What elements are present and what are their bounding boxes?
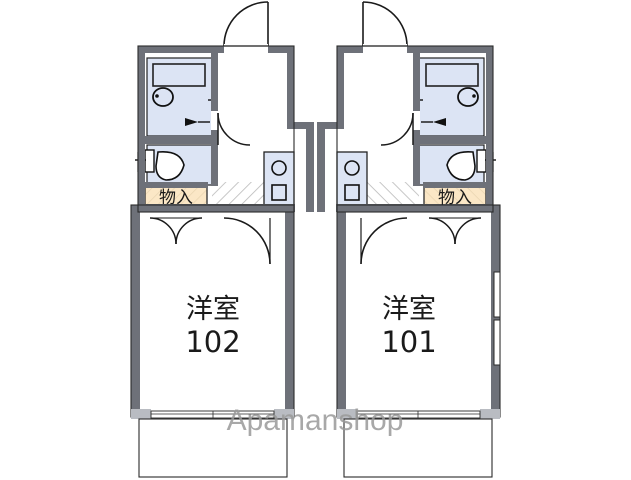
kitchen-stove	[344, 184, 360, 201]
room-number-102: 102	[185, 325, 240, 359]
basin-drain-icon	[472, 94, 476, 98]
storage-label-101: 物入	[438, 188, 472, 208]
unit-101-door-openings	[363, 46, 483, 218]
room-door-102	[223, 217, 271, 265]
unit-101	[317, 1, 501, 478]
kitchen-sink	[271, 160, 287, 176]
toilet-room-101	[417, 144, 496, 186]
room-label-102: 洋室	[186, 294, 240, 325]
kitchen-102	[263, 151, 295, 208]
storage-label-102: 物入	[159, 188, 193, 208]
bath-door-arrow-icon	[185, 118, 198, 126]
wash-basin	[457, 87, 479, 107]
toilet-bowl	[155, 150, 185, 181]
unit-102-walls	[131, 46, 314, 417]
toilet-tank	[144, 149, 155, 173]
storage-label-group-101: 物入	[438, 188, 472, 208]
kitchen-sink	[344, 160, 360, 176]
bath-door-101	[380, 112, 414, 146]
kitchen-stove	[271, 184, 287, 201]
kitchen-101	[336, 151, 368, 208]
bath-room-102	[146, 57, 218, 137]
balcony-102	[131, 409, 294, 478]
closet-doors-101	[428, 217, 482, 245]
toilet-room-102	[135, 144, 214, 186]
balcony-101	[337, 409, 500, 478]
unit-102: 物入	[130, 1, 314, 478]
closet-doors-102	[149, 217, 203, 245]
bath-room-101	[413, 57, 485, 137]
basin-drain-icon	[155, 94, 159, 98]
wash-basin	[152, 87, 174, 107]
room-door-101	[360, 217, 408, 265]
bathtub	[152, 63, 206, 87]
unit-102-door-openings	[148, 46, 268, 218]
watermark-apamanshop: Apamanshop	[227, 404, 404, 437]
room-label-group-101: 洋室 101	[381, 294, 436, 359]
entrance-door-101	[362, 1, 408, 49]
room-label-group-102: 洋室 102	[185, 294, 240, 359]
room-number-101: 101	[381, 325, 436, 359]
room-window-101	[493, 271, 501, 366]
toilet-tank	[476, 149, 487, 173]
toilet-bowl	[446, 150, 476, 181]
bath-door-102	[217, 112, 251, 146]
entrance-door-102	[223, 1, 269, 49]
room-label-101: 洋室	[382, 294, 436, 325]
bath-door-arrow-icon	[433, 118, 446, 126]
bathtub	[425, 63, 479, 87]
